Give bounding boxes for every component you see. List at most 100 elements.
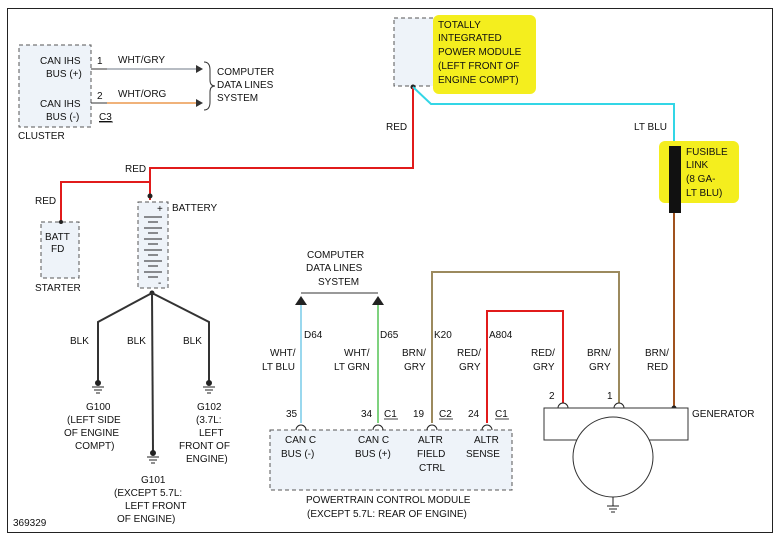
wire-a804-color-line1: RED/	[457, 348, 481, 359]
battery-minus: -	[158, 278, 161, 289]
pcm-title-line2: (EXCEPT 5.7L: REAR OF ENGINE)	[307, 509, 467, 520]
wire-red-gry-gen-line1: RED/	[531, 348, 555, 359]
pcm-pin-terminals	[295, 424, 493, 431]
wire-brn-gry-gen-line2: GRY	[589, 362, 611, 373]
starter-box	[40, 221, 80, 279]
wire-blk-label-1: BLK	[70, 336, 89, 347]
cluster-pin1-label-line2: BUS (+)	[46, 69, 82, 80]
wire-blk-label-3: BLK	[183, 336, 202, 347]
pcm-pin19: 19	[413, 409, 425, 420]
g101-ground-icon	[147, 450, 159, 464]
tipm-label-line5: ENGINE COMPT)	[438, 75, 519, 86]
battery-box	[137, 201, 169, 289]
g100-line4: COMPT)	[75, 441, 114, 452]
pcm-can-minus-line1: CAN C	[285, 435, 316, 446]
pcm-can-minus-line2: BUS (-)	[281, 449, 314, 460]
pcm-can-plus-line1: CAN C	[358, 435, 389, 446]
figure-id: 369329	[13, 518, 47, 529]
pcm-conn-c2: C2	[439, 409, 452, 420]
wire-brn-red-line1: BRN/	[645, 348, 669, 359]
diagram-border	[7, 8, 773, 533]
g102-line1: G102	[197, 402, 222, 413]
cluster-pin2-number: 2	[97, 91, 103, 102]
pcm-altr-field-line2: FIELD	[417, 449, 445, 460]
battery-cells-icon	[144, 216, 162, 278]
starter-terminal	[59, 220, 63, 224]
fusible-link-label-line4: LT BLU)	[686, 188, 722, 199]
g100-line2: (LEFT SIDE	[67, 415, 121, 426]
wire-red-tipm-label: RED	[386, 122, 407, 133]
wire-brn-gry-gen-line1: BRN/	[587, 348, 611, 359]
tipm-label-line2: INTEGRATED	[438, 33, 502, 44]
pcm-altr-sense-line1: ALTR	[474, 435, 499, 446]
wire-blk-label-2: BLK	[127, 336, 146, 347]
cluster-box	[18, 44, 92, 128]
wire-blk-g101	[151, 292, 154, 453]
tipm-label-line1: TOTALLY	[438, 20, 481, 31]
wire-d65-code: D65	[380, 330, 399, 341]
g102-line5: ENGINE)	[186, 454, 228, 465]
wire-d65-color-line2: LT GRN	[334, 362, 370, 373]
generator-pin-terminals	[557, 402, 625, 409]
g101-line2: (EXCEPT 5.7L:	[114, 488, 182, 499]
battery-terminal-pos	[147, 193, 153, 199]
g101-line4: OF ENGINE)	[117, 514, 175, 525]
wire-k20-code: K20	[434, 330, 452, 341]
wire-wht-org-label: WHT/ORG	[118, 89, 167, 100]
g102-line2: (3.7L:	[196, 415, 222, 426]
cluster-pin2-label-line2: BUS (-)	[46, 112, 79, 123]
data-lines-mid-line2: DATA LINES	[306, 263, 363, 274]
starter-label-line2: FD	[51, 244, 64, 255]
cluster-pin1-label-line1: CAN IHS	[40, 56, 81, 67]
cluster-pin1-number: 1	[97, 56, 103, 67]
starter-title: STARTER	[35, 283, 81, 294]
wire-k20-color-line2: GRY	[404, 362, 426, 373]
g100-line1: G100	[86, 402, 111, 413]
wire-lt-blu	[412, 86, 675, 147]
pcm-pin24: 24	[468, 409, 480, 420]
tipm-highlight	[433, 15, 536, 94]
pcm-altr-field-line3: CTRL	[419, 463, 446, 474]
generator-ground-icon	[607, 497, 619, 513]
wire-a804	[486, 310, 564, 423]
wire-red-battery-label: RED	[125, 164, 146, 175]
wire-red-starter	[60, 181, 151, 222]
cluster-title: CLUSTER	[18, 131, 65, 142]
generator-pin2: 2	[549, 391, 555, 402]
generator-icon	[572, 416, 654, 498]
g102-ground-icon	[203, 380, 215, 394]
wire-wht-gry-arrow	[196, 65, 203, 73]
starter-label-line1: BATT	[45, 232, 70, 243]
wire-a804-color-line2: GRY	[459, 362, 481, 373]
pcm-pin34: 34	[361, 409, 373, 420]
data-lines-top-line1: COMPUTER	[217, 67, 274, 78]
wire-blk-g102	[151, 292, 210, 382]
data-lines-mid-line1: COMPUTER	[307, 250, 364, 261]
pcm-conn-c1a: C1	[384, 409, 397, 420]
fusible-link	[669, 146, 681, 213]
data-lines-arrow-right	[372, 296, 384, 305]
g100-ground-icon	[92, 380, 104, 394]
wire-wht-org-arrow	[196, 99, 203, 107]
wire-red-gry-gen-line2: GRY	[533, 362, 555, 373]
wire-wht-gry-label: WHT/GRY	[118, 55, 165, 66]
pcm-pin35: 35	[286, 409, 298, 420]
data-lines-top-line3: SYSTEM	[217, 93, 258, 104]
cluster-connector: C3	[99, 112, 112, 123]
pcm-conn-c1b: C1	[495, 409, 508, 420]
wire-k20-color-line1: BRN/	[402, 348, 426, 359]
pcm-altr-field-line1: ALTR	[418, 435, 443, 446]
pcm-altr-sense-line2: SENSE	[466, 449, 500, 460]
data-lines-brace	[203, 61, 216, 111]
pcm-can-plus-line2: BUS (+)	[355, 449, 391, 460]
wire-d65-color-line1: WHT/	[344, 348, 370, 359]
wire-blk-g100	[97, 292, 153, 382]
data-lines-mid-line3: SYSTEM	[318, 277, 359, 288]
fusible-link-label-line1: FUSIBLE	[686, 147, 728, 158]
wire-k20	[431, 271, 620, 423]
g102-line3: LEFT	[199, 428, 223, 439]
wire-a804-code: A804	[489, 330, 513, 341]
fusible-link-label-line3: (8 GA-	[686, 174, 715, 185]
g102-line4: FRONT OF	[179, 441, 230, 452]
